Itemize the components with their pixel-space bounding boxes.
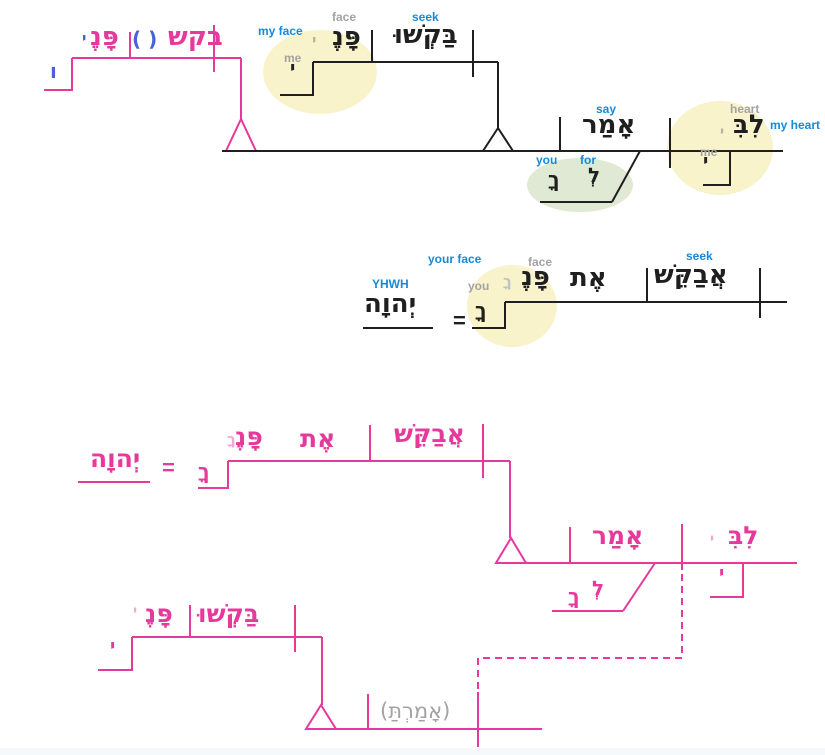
highlight-heart-top (667, 101, 773, 195)
hebrew-word-libbi-pink[interactable]: לִבִּ (728, 521, 759, 550)
gloss-your-face: your face (428, 252, 482, 266)
gloss-face-middle: face (528, 255, 553, 269)
suffix-yod-small2-pink[interactable]: י (133, 603, 138, 619)
hebrew-word-avaqesh: אֲבַקֵּשׁ (654, 260, 728, 290)
top-subject-pedestal (224, 116, 258, 152)
suffix-yod-small-faded: י (312, 31, 317, 49)
gloss-you-gray: you (468, 279, 490, 293)
suffix-yod-step-pink[interactable]: י (719, 563, 725, 584)
suffix-yod-subj[interactable]: י (82, 29, 87, 47)
prep-lamed-pink[interactable]: לְ (592, 576, 605, 600)
hebrew-word-baqshu-pink[interactable]: בַּקְשׁוּ (198, 599, 260, 628)
bottom-lines (78, 424, 797, 747)
middle-suffix-step (472, 302, 506, 329)
hebrew-word-libbi: לִבִּ (733, 110, 765, 140)
hebrew-word-panei-pink[interactable]: פָּנֶ (235, 422, 263, 451)
suffix-yod-quote: י (290, 58, 296, 79)
bottom-heart-suffix-step (710, 563, 744, 598)
pron-kaf-top: ךָ (548, 167, 560, 191)
hebrew-word-et-mid: אֶת (570, 263, 607, 293)
bottom-prep-slant (622, 562, 656, 612)
gloss-heart: heart (730, 102, 760, 116)
hebrew-word-bqsh[interactable]: בקש (168, 22, 223, 52)
bottom-pedestal-1 (494, 536, 528, 564)
hebrew-word-yhwh: יְהוָה (364, 289, 417, 319)
gloss-me-heart: me (700, 145, 718, 159)
gloss-say: say (596, 102, 617, 116)
pron-kaf-middle: ךָ (475, 298, 487, 322)
ellipsis-parens[interactable]: ( ) (132, 27, 158, 51)
highlight-face-middle (467, 265, 557, 347)
bottom-suffix-step-4 (98, 637, 133, 671)
bottom-edge-strip (0, 748, 825, 755)
gloss-you: you (536, 153, 558, 167)
bottom-quote-connector-dashed (477, 574, 683, 690)
equals-sign: = (453, 308, 466, 333)
suffix-kaf-small-faded: ךָ (503, 272, 512, 290)
suffix-yod-step2-pink[interactable]: י (110, 636, 116, 657)
hebrew-word-amar-pink[interactable]: אָמַר (592, 521, 644, 550)
hebrew-word-baqshu: בַּקְשׁוּ (394, 20, 458, 50)
hebrew-word-panei2-pink[interactable]: פָּנֶ (145, 599, 173, 628)
conj-vav[interactable]: ו (50, 59, 57, 83)
pron-kaf2-pink[interactable]: ךָ (568, 584, 580, 608)
highlight-for-you (527, 158, 633, 212)
highlight-face-top (263, 30, 377, 114)
top-quote-pedestal (481, 126, 515, 152)
hebrew-word-amarta-elided: (אָמַרְתַּ) (380, 699, 451, 723)
gloss-yhwh: YHWH (372, 277, 409, 291)
suffix-yod-small-heart: י (720, 124, 725, 140)
top-main-lines (222, 30, 783, 203)
gloss-for: for (580, 153, 596, 167)
gloss-my-face: my face (258, 24, 303, 38)
hebrew-word-amar: אָמַר (582, 110, 636, 140)
gloss-seek-middle: seek (686, 249, 713, 263)
equals-sign-pink[interactable]: = (162, 455, 175, 480)
gloss-face: face (332, 10, 357, 24)
top-subject-suffix-step (44, 58, 73, 91)
gloss-me: me (284, 51, 302, 65)
gloss-my-heart: my heart (770, 118, 821, 132)
top-prep-slant (611, 150, 641, 203)
hebrew-word-avaqesh-pink[interactable]: אֲבַקֵּשׁ (394, 419, 465, 448)
top-heart-suffix-step (703, 151, 731, 186)
bottom-pedestal-2 (304, 703, 338, 730)
bottom-suffix-step (198, 461, 229, 489)
pron-kaf-pink[interactable]: ךָ (198, 459, 210, 483)
suffix-yod-small-pink[interactable]: י (710, 531, 715, 547)
top-quote-suffix-step (280, 62, 314, 96)
middle-lines (363, 268, 787, 329)
hebrew-word-et-pink[interactable]: אֶת (300, 424, 336, 453)
hebrew-word-panei-mid: פָּנֶ (521, 262, 550, 292)
suffix-kaf-small-pink[interactable]: ךָ (227, 430, 236, 448)
prep-lamed-top: לְ (588, 163, 601, 187)
gloss-seek: seek (412, 10, 439, 24)
hebrew-word-yhwh-pink[interactable]: יְהוָה (90, 444, 141, 473)
suffix-yod-heart: י (703, 151, 709, 172)
hebrew-word-panei-subj[interactable]: פָּנֶ (90, 22, 119, 52)
hebrew-word-panei-quote: פָּנֶ (332, 22, 361, 52)
